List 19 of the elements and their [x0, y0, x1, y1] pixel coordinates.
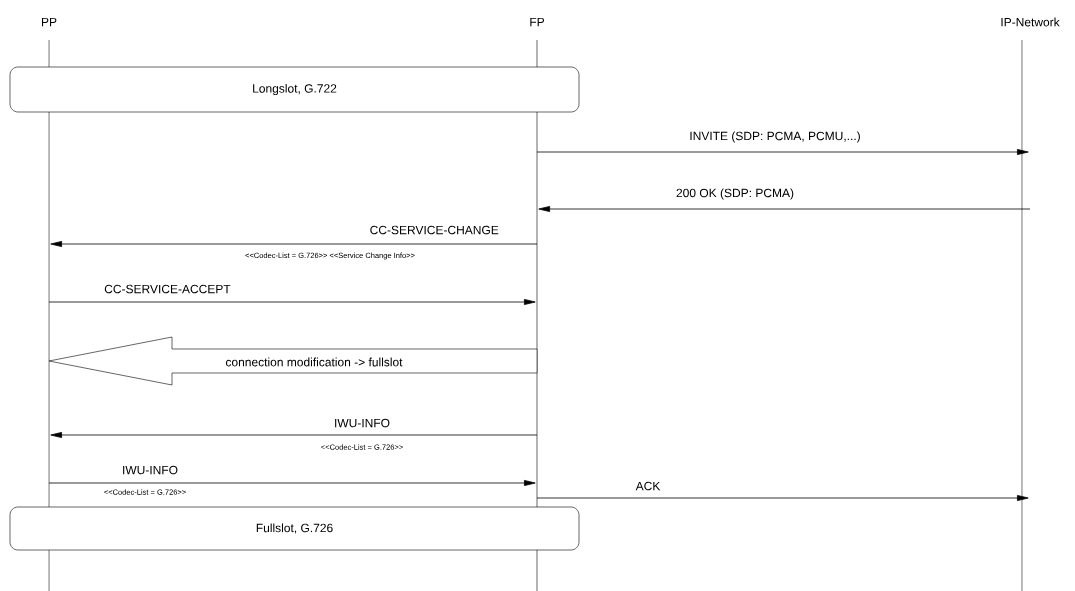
- message-label: INVITE (SDP: PCMA, PCMU,...): [690, 131, 860, 143]
- block-arrow: [48, 336, 538, 386]
- message-arrow: [50, 432, 538, 438]
- message-label: IWU-INFO: [335, 418, 390, 428]
- message-label: IWU-INFO: [123, 465, 178, 475]
- message-label: ACK: [635, 481, 661, 491]
- state-box: Longslot, G.722: [9, 66, 580, 113]
- message-arrow: [538, 206, 1031, 212]
- state-box: Fullslot, G.726: [9, 506, 580, 551]
- message-label: CC-SERVICE-ACCEPT: [104, 284, 231, 294]
- message-label: 200 OK (SDP: PCMA): [676, 188, 794, 200]
- message-label: connection modification -> fullslot: [225, 357, 403, 367]
- lifeline: IP-Network: [1001, 17, 1060, 591]
- message-arrow: [536, 495, 1029, 501]
- message-label: CC-SERVICE-CHANGE: [370, 225, 499, 235]
- message-arrow: [48, 480, 536, 486]
- message-arrow: [50, 241, 538, 247]
- message-arrow: [48, 299, 536, 305]
- message-arrow: [536, 149, 1029, 155]
